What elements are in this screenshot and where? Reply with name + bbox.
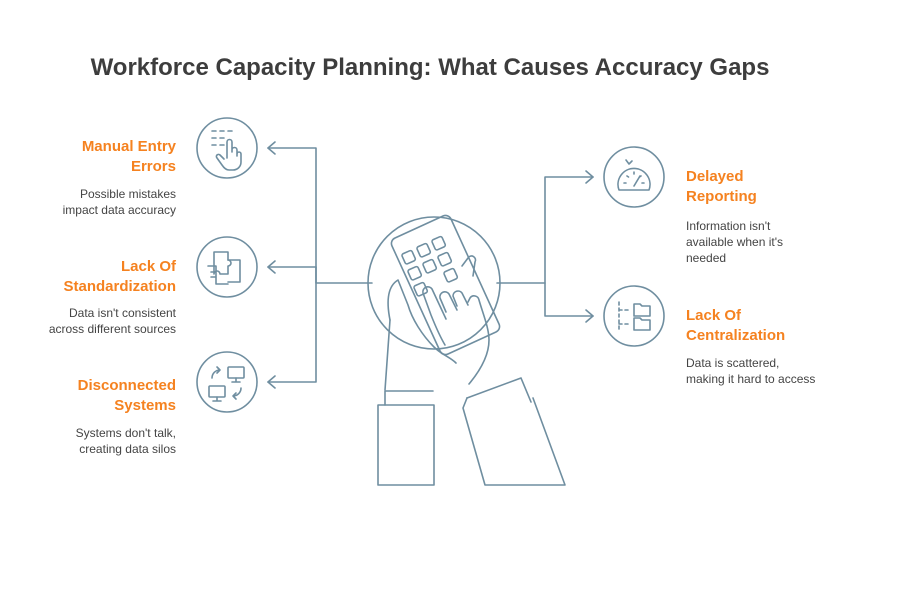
gauge-icon — [603, 146, 665, 208]
title-line: Errors — [130, 158, 176, 175]
scattered-folders-icon — [603, 285, 665, 347]
item-title-manual-entry: Manual Entry Errors — [40, 137, 176, 177]
item-desc-disconnected: Systems don't talk, creating data silos — [20, 425, 176, 457]
title-line: Disconnected — [77, 377, 176, 394]
title-line: Delayed — [686, 168, 744, 185]
desc-line: impact data accuracy — [62, 203, 176, 217]
hand-touch-icon — [196, 117, 258, 179]
item-desc-centralization: Data is scattered, making it hard to acc… — [686, 355, 886, 387]
item-desc-standardization: Data isn't consistent across different s… — [10, 305, 176, 337]
item-title-standardization: Lack Of Standardization — [20, 257, 176, 297]
item-desc-delayed: Information isn't available when it's ne… — [686, 218, 876, 266]
desc-line: Possible mistakes — [79, 187, 176, 201]
desc-line: making it hard to access — [686, 372, 816, 386]
desc-line: Systems don't talk, — [75, 426, 176, 440]
desc-line: needed — [686, 251, 727, 265]
title-line: Lack Of — [686, 307, 742, 324]
item-title-centralization: Lack Of Centralization — [686, 306, 876, 346]
right-connector-lines — [496, 170, 594, 323]
desc-line: creating data silos — [79, 442, 176, 456]
disconnected-monitors-icon — [196, 351, 258, 413]
desc-line: Information isn't — [686, 219, 771, 233]
item-title-disconnected: Disconnected Systems — [30, 376, 176, 416]
puzzle-documents-icon — [196, 236, 258, 298]
hands-phone-illustration — [367, 214, 566, 486]
title-line: Systems — [114, 397, 176, 414]
title-line: Lack Of — [120, 258, 176, 275]
page-title: Workforce Capacity Planning: What Causes… — [90, 54, 770, 81]
left-connector-lines — [267, 141, 373, 389]
title-line: Reporting — [686, 188, 757, 205]
item-desc-manual-entry: Possible mistakes impact data accuracy — [20, 186, 176, 218]
title-line: Standardization — [63, 278, 176, 295]
desc-line: available when it's — [686, 235, 784, 249]
item-title-delayed: Delayed Reporting — [686, 167, 876, 207]
desc-line: across different sources — [48, 322, 176, 336]
title-line: Manual Entry — [81, 138, 176, 155]
desc-line: Data is scattered, — [686, 356, 780, 370]
title-line: Centralization — [686, 327, 786, 344]
desc-line: Data isn't consistent — [68, 306, 176, 320]
